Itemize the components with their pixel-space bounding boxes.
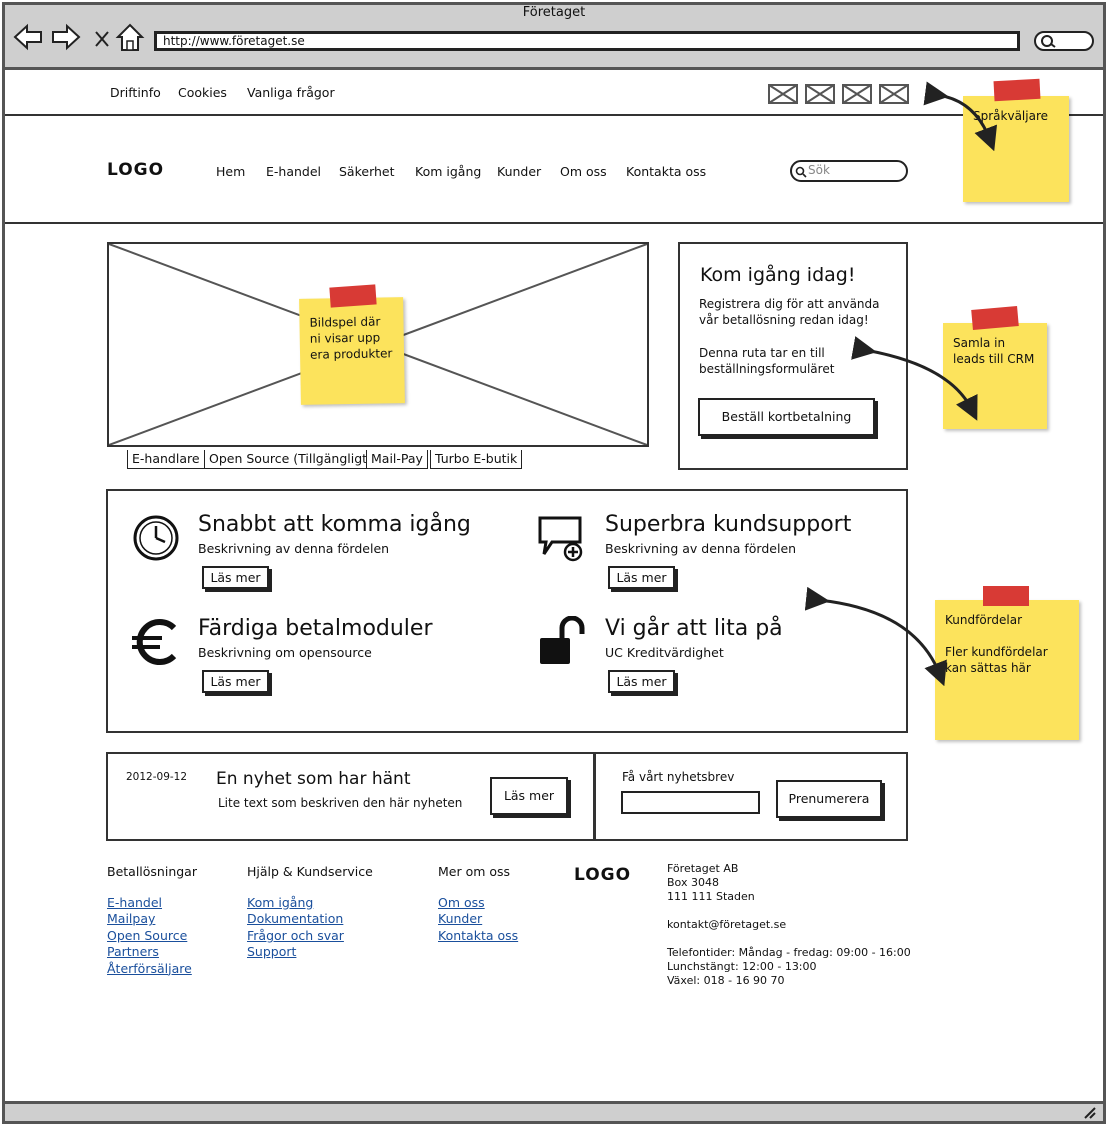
language-flag-image-4[interactable] [879,84,909,104]
benefit-title-payment-modules: Färdiga betalmoduler [198,616,433,641]
order-card-payment-button[interactable]: Beställ kortbetalning [698,398,875,436]
footer-heading-solutions: Betallösningar [107,864,197,879]
chat-bubble-icon [538,516,583,562]
benefit-desc-payment-modules: Beskrivning om opensource [198,645,372,660]
back-arrow-icon[interactable] [13,22,43,52]
footer-link-faq[interactable]: Frågor och svar [247,927,344,943]
euro-icon [132,619,177,665]
footer-link-partners[interactable]: Partners [107,944,159,960]
footer-column-about: Om oss Kunder Kontakta oss [438,895,518,944]
contact-box: Box 3048 [667,876,719,889]
nav-item-sakerhet[interactable]: Säkerhet [339,164,395,179]
language-flag-image-3[interactable] [842,84,872,104]
unlock-icon [540,616,585,664]
footer-link-kom-igang[interactable]: Kom igång [247,895,314,910]
nav-item-ehandel[interactable]: E-handel [266,164,322,179]
window-title: Företaget [522,5,586,20]
note-tape [983,586,1029,606]
benefit-desc-trust: UC Kreditvärdighet [605,645,724,660]
search-icon [795,166,807,178]
footer-logo: LOGO [574,865,632,885]
nav-item-kom-igang[interactable]: Kom igång [415,164,482,179]
nav-item-om-oss[interactable]: Om oss [560,164,607,179]
util-link-faq[interactable]: Vanliga frågor [247,85,335,100]
benefit-title-trust: Vi går att lita på [605,616,783,641]
site-search-input[interactable]: Sök [790,160,908,182]
contact-company: Företaget AB [667,862,739,875]
header-divider [5,222,1103,224]
footer-link-docs[interactable]: Dokumentation [247,911,344,927]
footer-heading-help: Hjälp & Kundservice [247,864,373,879]
footer-link-resellers[interactable]: Återförsäljare [107,960,192,976]
news-text: Lite text som beskriven den här nyheten [218,796,463,810]
benefit-title-quick-start: Snabbt att komma igång [198,512,471,537]
footer-link-mailpay[interactable]: Mailpay [107,911,156,927]
news-date: 2012-09-12 [126,771,188,783]
slideshow-tab-open-source[interactable]: Open Source (Tillgängligt) [204,450,377,469]
news-read-more-button[interactable]: Läs mer [490,777,568,815]
util-link-driftinfo[interactable]: Driftinfo [110,85,161,100]
slideshow-tab-ehandlare[interactable]: E-handlare [127,450,205,469]
footer-column-solutions: E-handel Mailpay Open Source Partners Åt… [107,895,192,977]
footer-link-open-source[interactable]: Open Source [107,927,188,943]
subscribe-button[interactable]: Prenumerera [776,780,882,818]
footer-column-help: Kom igång Dokumentation Frågor och svar … [247,895,344,961]
browser-search-field[interactable] [1034,31,1094,51]
contact-email: kontakt@företaget.se [667,918,787,931]
contact-phone-hours: Telefontider: Måndag - fredag: 09:00 - 1… [667,946,911,959]
read-more-button-quick-start[interactable]: Läs mer [202,566,269,589]
footer-link-support[interactable]: Support [247,944,297,960]
read-more-button-payment-modules[interactable]: Läs mer [202,670,269,693]
url-bar[interactable]: http://www.företaget.se [154,31,1020,51]
search-icon [1041,35,1056,48]
contact-lunch: Lunchstängt: 12:00 - 13:00 [667,960,817,973]
util-link-cookies[interactable]: Cookies [178,85,227,100]
nav-item-hem[interactable]: Hem [216,164,246,179]
clock-icon [133,515,179,561]
read-more-button-trust[interactable]: Läs mer [608,670,675,693]
close-icon[interactable] [88,22,118,52]
get-started-title: Kom igång idag! [700,264,856,286]
note-title: Kundfördelar [945,613,1023,627]
benefit-desc-support: Beskrivning av denna fördelen [605,541,797,556]
note-text: Fler kundfördelar kan sättas här [945,645,1048,675]
slideshow-tab-mail-pay[interactable]: Mail-Pay [366,450,428,469]
read-more-button-support[interactable]: Läs mer [608,566,675,589]
get-started-note: Denna ruta tar en till beställningsformu… [699,346,835,376]
footer-link-kontakta-oss[interactable]: Kontakta oss [438,927,519,943]
site-logo[interactable]: LOGO [107,160,165,180]
benefit-desc-quick-start: Beskrivning av denna fördelen [198,541,390,556]
contact-city: 111 111 Staden [667,890,755,903]
utility-bar [5,70,1103,116]
nav-item-kunder[interactable]: Kunder [497,164,542,179]
sticky-note-benefits: Kundfördelar Fler kundfördelar kan sätta… [935,600,1079,740]
home-icon[interactable] [115,22,145,52]
forward-arrow-icon[interactable] [51,22,81,52]
news-title[interactable]: En nyhet som har hänt [216,769,411,789]
language-flag-image-2[interactable] [805,84,835,104]
search-placeholder: Sök [808,163,830,177]
footer-heading-about: Mer om oss [438,864,511,879]
nav-item-kontakta-oss[interactable]: Kontakta oss [626,164,707,179]
footer-link-om-oss[interactable]: Om oss [438,895,485,910]
contact-switchboard: Växel: 018 - 16 90 70 [667,974,785,987]
footer-contact-info: Företaget AB Box 3048 111 111 Staden kon… [667,862,911,988]
newsletter-label: Få vårt nyhetsbrev [622,770,735,784]
get-started-text: Registrera dig för att använda vår betal… [699,297,880,327]
footer-link-ehandel[interactable]: E-handel [107,895,163,910]
language-flag-image-1[interactable] [768,84,798,104]
newsletter-email-input[interactable] [621,791,760,814]
browser-statusbar [2,1101,1106,1124]
slideshow-tab-turbo-ebutik[interactable]: Turbo E-butik [430,450,523,469]
benefit-title-support: Superbra kundsupport [605,512,852,537]
footer-link-kunder[interactable]: Kunder [438,911,483,927]
resize-grip-icon[interactable] [1083,1106,1099,1120]
